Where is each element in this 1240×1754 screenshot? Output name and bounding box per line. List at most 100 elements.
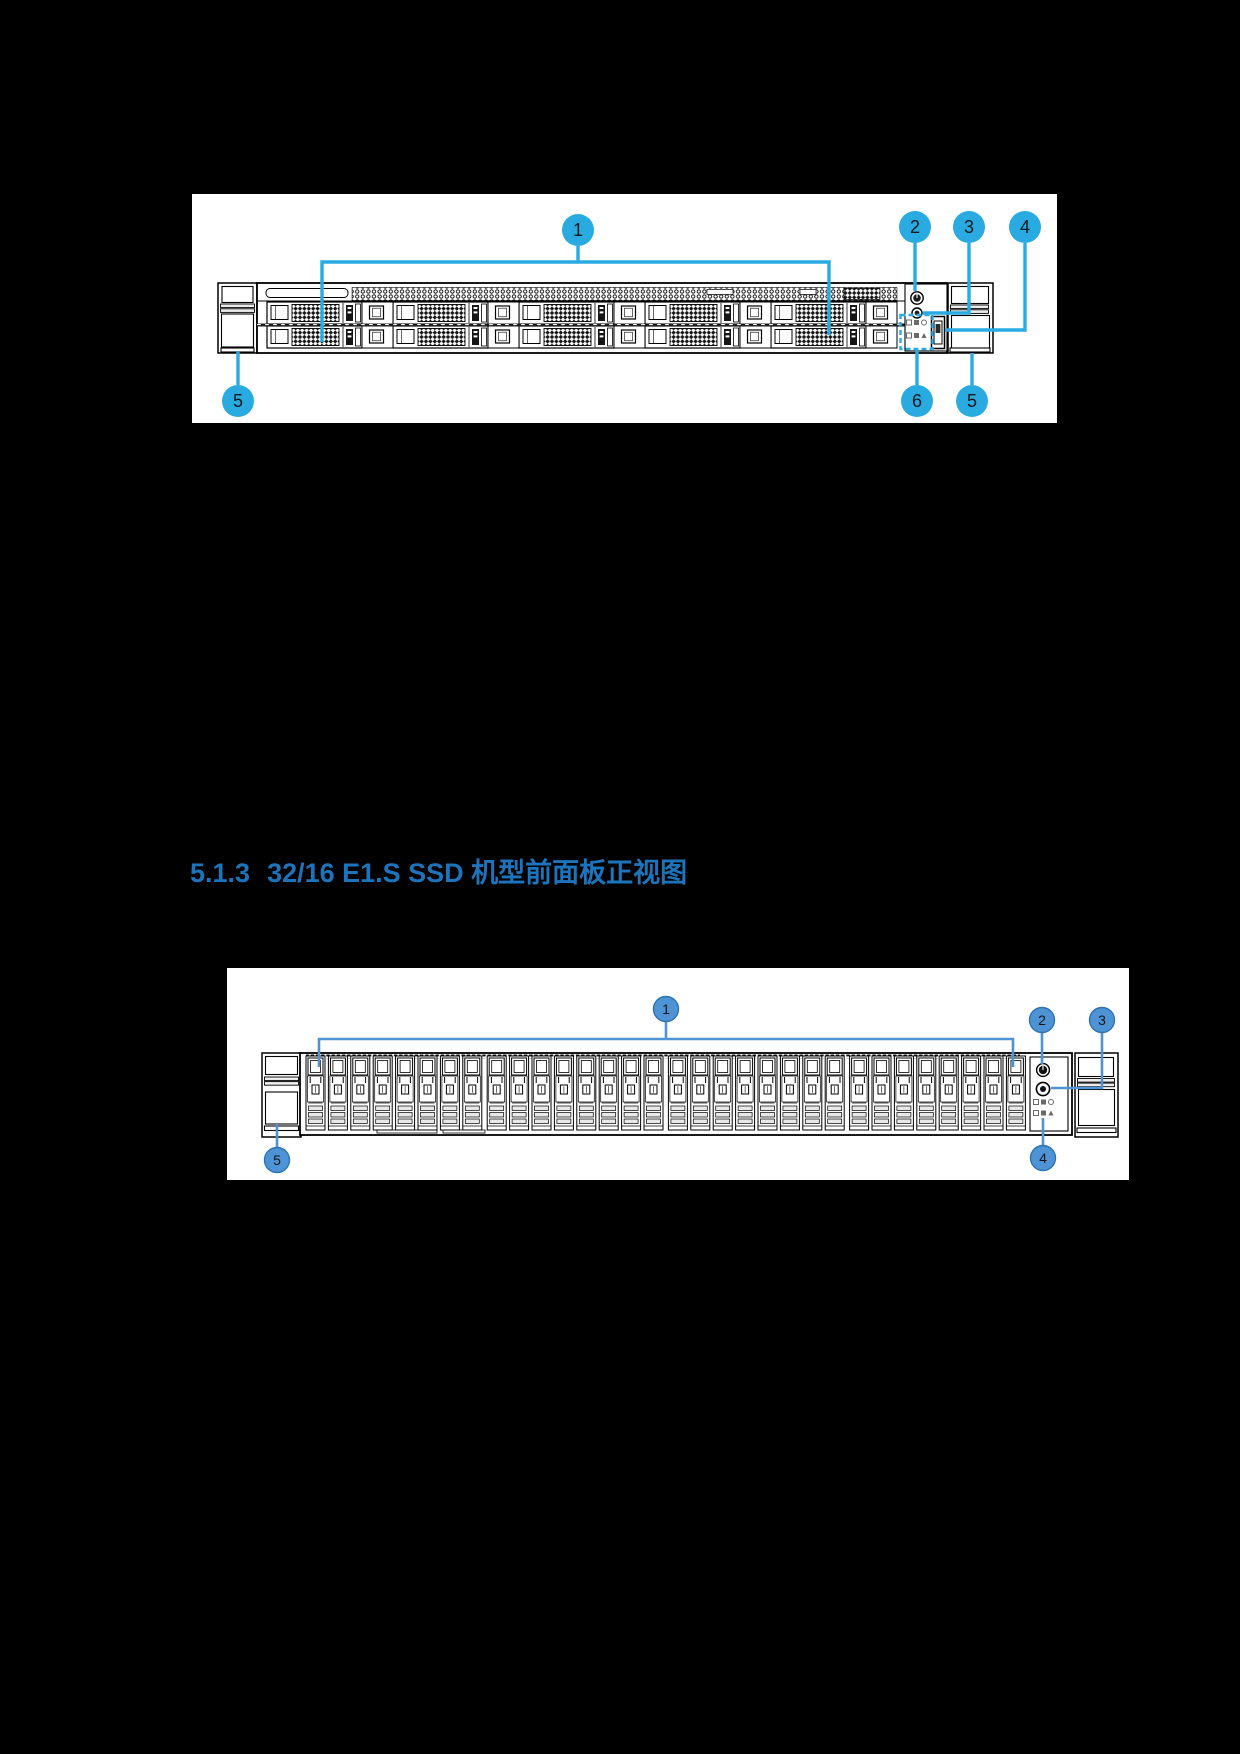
drive-tray	[770, 325, 867, 349]
figure1-callouts: 1 2 3 4 5 6 5	[222, 211, 1041, 417]
callout-6-marker	[901, 385, 933, 417]
drive-tray	[518, 325, 615, 349]
pullout-tab	[376, 1129, 438, 1134]
section-heading: 5.1.3 32/16 E1.S SSD 机型前面板正视图	[190, 851, 687, 890]
drive-tray	[644, 325, 741, 349]
callout-3-marker	[1088, 1006, 1116, 1034]
e1s-drive-tray	[735, 1055, 756, 1131]
callout-1-label: 1	[573, 220, 583, 240]
ear-latch	[950, 314, 991, 350]
e1s-drive-tray	[598, 1055, 619, 1131]
e1s-drive-tray	[983, 1055, 1004, 1131]
callout-2-label: 2	[1038, 1012, 1046, 1028]
drive-bay-area	[257, 301, 905, 349]
led-indicator-panel	[1033, 1099, 1054, 1116]
e1s-drive-tray	[757, 1055, 778, 1131]
drive-tray	[518, 301, 615, 325]
usb-port	[930, 315, 946, 350]
callout-5-left-label: 5	[233, 391, 243, 411]
e1s-drive-tray	[372, 1055, 393, 1131]
drive-tray	[266, 325, 363, 349]
alarm-led-icon	[921, 333, 927, 338]
section-title: 32/16 E1.S SSD 机型前面板正视图	[267, 858, 688, 888]
uid-button	[1035, 1081, 1051, 1097]
pullout-tab-slot	[265, 288, 349, 298]
tray-rail	[257, 323, 905, 327]
drive-tray	[392, 301, 489, 325]
right-mounting-ear	[947, 282, 994, 354]
drive-tray	[770, 301, 867, 325]
callout-4-label: 4	[1020, 217, 1030, 237]
e1s-drive-tray	[576, 1055, 597, 1131]
figure1-front-panel-diagram: 1 2 3 4 5 6 5	[217, 211, 1041, 417]
server-front-view-e1s	[261, 1052, 1119, 1138]
figure1-panel: 1 2 3 4 5 6 5	[192, 194, 1057, 423]
e1s-drive-tray	[893, 1055, 914, 1131]
callout-3-line	[923, 243, 971, 315]
power-button	[1035, 1062, 1051, 1078]
ear-latch	[264, 1091, 299, 1125]
control-panel	[1029, 1056, 1069, 1132]
e1s-drive-tray	[824, 1055, 845, 1131]
callout-5-left-marker	[222, 385, 254, 417]
top-vent-bezel	[257, 287, 905, 302]
figure2-panel: 1 2 3 4 5	[227, 968, 1129, 1180]
led-indicator-panel	[906, 319, 927, 339]
e1s-drive-tray	[961, 1055, 982, 1131]
callout-4-line	[945, 243, 1027, 332]
figure2-front-panel-diagram: 1 2 3 4 5	[261, 995, 1119, 1174]
drive-tray	[392, 325, 489, 349]
callout-2-marker	[1028, 1006, 1056, 1034]
figure2-callouts: 1 2 3 4 5	[263, 995, 1116, 1174]
callout-2-marker	[899, 211, 931, 243]
e1s-drive-tray	[350, 1055, 371, 1131]
e1s-drive-tray	[417, 1055, 438, 1131]
callout-1-label: 1	[662, 1001, 670, 1017]
callout-3-label: 3	[1098, 1012, 1106, 1028]
callout-4-marker	[1009, 211, 1041, 243]
e1s-drive-tray	[327, 1055, 348, 1131]
server-front-view-10x25	[217, 282, 994, 354]
callout-1-marker	[652, 995, 680, 1023]
pullout-tab	[442, 1129, 486, 1134]
right-mounting-ear	[1074, 1052, 1119, 1138]
e1s-drive-tray	[712, 1055, 733, 1131]
e1s-drive-tray	[938, 1055, 959, 1131]
callout-2-label: 2	[910, 217, 920, 237]
section-number: 5.1.3	[190, 858, 251, 888]
e1s-drive-tray	[871, 1055, 892, 1131]
callout-3-marker	[953, 211, 985, 243]
alarm-led-icon	[1048, 1110, 1054, 1116]
callout-6-label: 6	[912, 391, 922, 411]
callout-6-dashed-box	[899, 313, 934, 351]
e1s-drive-tray	[667, 1055, 688, 1131]
e1s-drive-tray	[643, 1055, 664, 1131]
e1s-drive-tray	[1005, 1055, 1026, 1131]
e1s-drive-tray	[305, 1055, 326, 1131]
e1s-drive-tray	[439, 1055, 460, 1131]
e1s-drive-tray	[916, 1055, 937, 1131]
callout-4-label: 4	[1039, 1150, 1047, 1166]
callout-5-marker	[263, 1146, 291, 1174]
callout-5-label: 5	[273, 1152, 281, 1168]
ear-latch	[1077, 1088, 1116, 1127]
callout-3-line	[1051, 1032, 1104, 1090]
drive-tray	[266, 301, 363, 325]
e1s-drive-tray	[553, 1055, 574, 1131]
e1s-drive-tray	[462, 1055, 483, 1131]
e1s-drive-tray	[690, 1055, 711, 1131]
callout-1-bracket	[320, 260, 831, 342]
e1s-drive-tray	[621, 1055, 642, 1131]
left-mounting-ear	[261, 1052, 302, 1138]
uid-button	[911, 307, 923, 319]
e1s-drive-tray	[802, 1055, 823, 1131]
callout-1-marker	[562, 214, 594, 246]
ear-latch	[220, 313, 255, 348]
callout-5-right-marker	[956, 385, 988, 417]
control-panel	[904, 283, 948, 352]
e1s-drive-tray	[486, 1055, 507, 1131]
e1s-drive-tray	[779, 1055, 800, 1131]
e1s-drive-tray	[849, 1055, 870, 1131]
e1s-drive-tray	[531, 1055, 552, 1131]
callout-3-label: 3	[964, 217, 974, 237]
